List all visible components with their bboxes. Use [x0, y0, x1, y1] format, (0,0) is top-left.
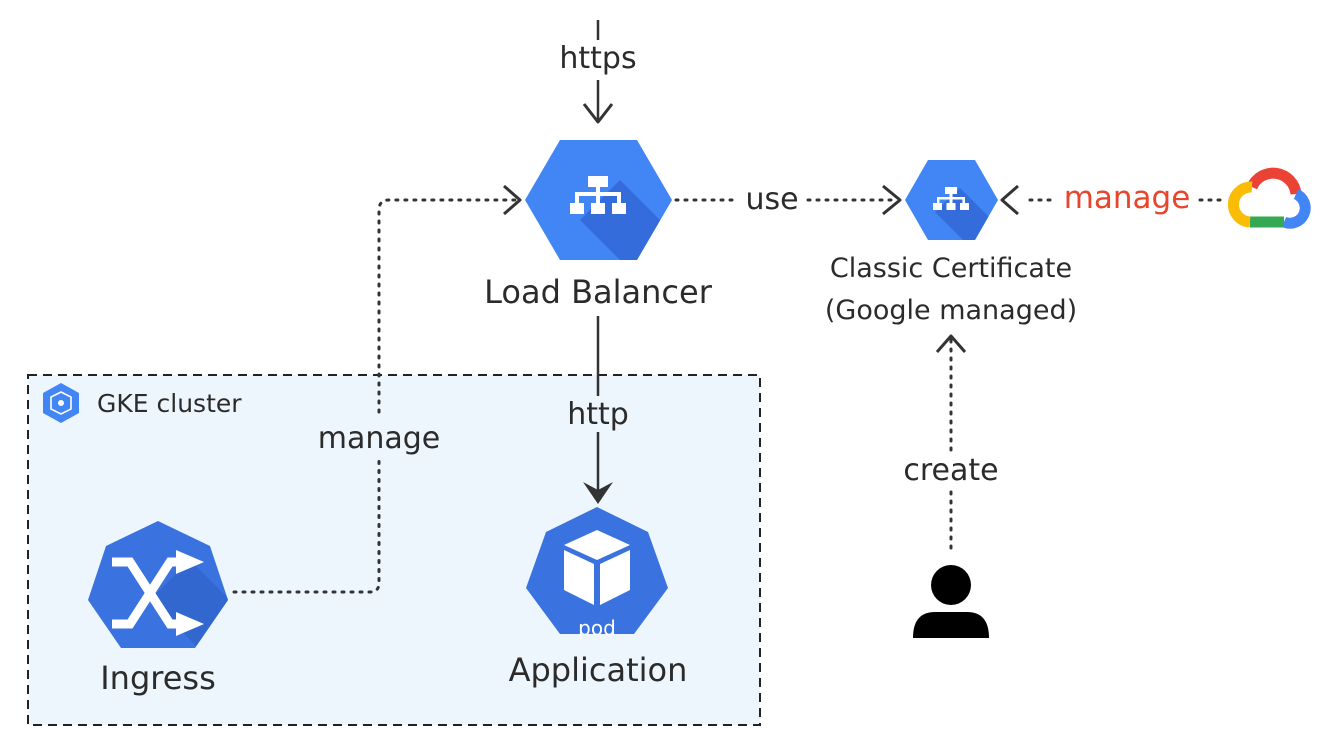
- create-label: create: [897, 456, 1005, 486]
- https-label: https: [553, 44, 643, 74]
- certificate-label-line2: (Google managed): [824, 295, 1078, 326]
- certificate-icon: [933, 187, 969, 210]
- ingress-label: Ingress: [100, 659, 216, 697]
- load-balancer-node[interactable]: [525, 140, 700, 300]
- gke-cluster-label: GKE cluster: [97, 389, 242, 418]
- manage-ingress-label: manage: [311, 424, 447, 454]
- application-label: Application: [508, 651, 688, 689]
- application-node[interactable]: [526, 507, 668, 634]
- certificate-label-line1: Classic Certificate: [829, 253, 1073, 284]
- load-balancer-label: Load Balancer: [484, 273, 712, 311]
- use-label: use: [739, 185, 805, 215]
- shuffle-icon: [112, 557, 180, 629]
- google-cloud-logo[interactable]: [1228, 167, 1311, 229]
- use-edge: [674, 184, 902, 216]
- http-edge: [583, 316, 613, 504]
- manage-cloud-label: manage: [1057, 183, 1197, 214]
- gke-cluster-icon: [43, 383, 79, 423]
- http-label: http: [561, 400, 635, 430]
- create-edge: [935, 334, 967, 550]
- pod-badge: pod: [578, 616, 616, 640]
- https-edge: [582, 20, 614, 124]
- certificate-node[interactable]: [905, 160, 1010, 262]
- ingress-node[interactable]: [88, 521, 260, 670]
- manage-ingress-edge: [232, 184, 522, 594]
- cube-icon: [564, 530, 630, 605]
- manage-cloud-edge: [1000, 184, 1226, 216]
- load-balancer-icon: [570, 176, 626, 214]
- person-icon: [913, 565, 989, 638]
